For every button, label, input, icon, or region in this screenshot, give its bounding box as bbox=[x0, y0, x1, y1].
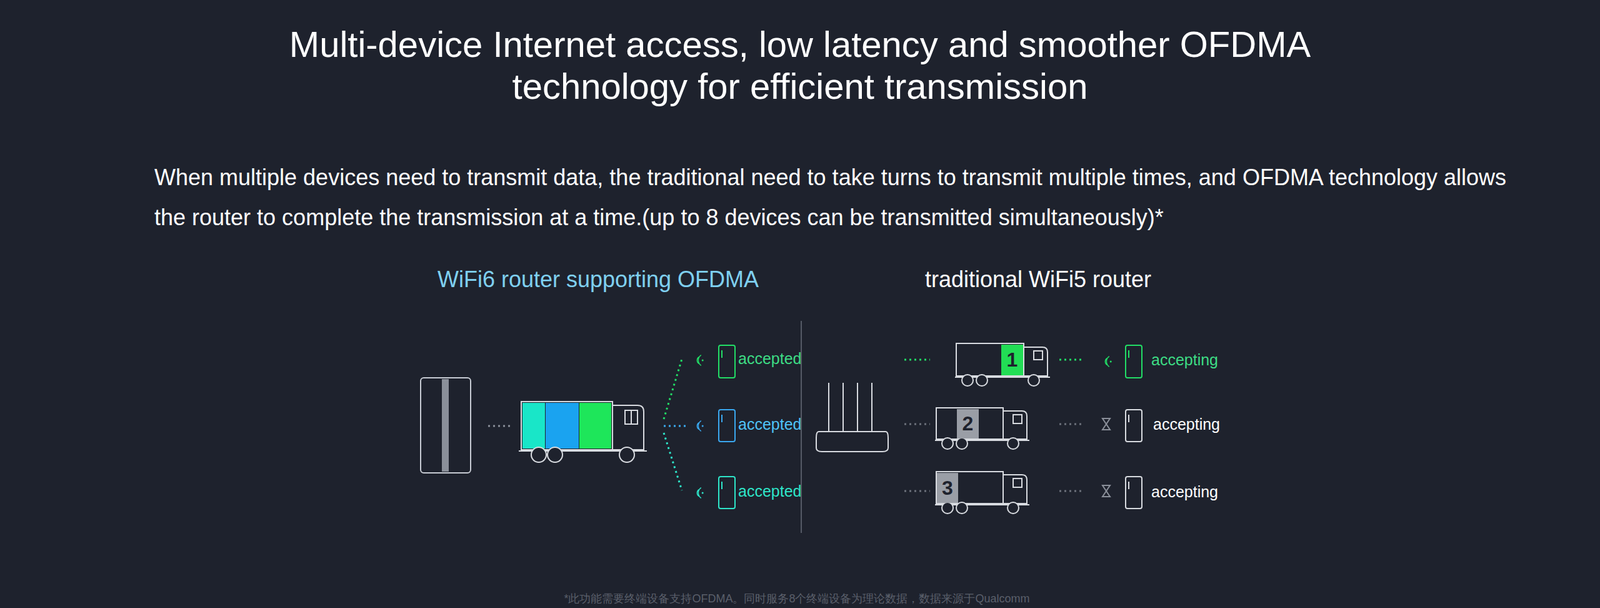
page-title: Multi-device Internet access, low latenc… bbox=[287, 23, 1313, 107]
phone-icon bbox=[718, 345, 735, 378]
wifi-icon bbox=[696, 355, 704, 366]
body-text: When multiple devices need to transmit d… bbox=[154, 157, 1530, 238]
phone-icon bbox=[1128, 350, 1130, 358]
wifi5-router bbox=[816, 431, 889, 452]
phone-icon bbox=[1125, 345, 1142, 378]
cargo-truck bbox=[935, 407, 1030, 449]
cargo-truck bbox=[619, 446, 635, 462]
phone-icon bbox=[721, 350, 723, 358]
wifi6-router bbox=[420, 377, 471, 473]
phone-icon bbox=[718, 476, 735, 509]
status-label: accepting bbox=[1151, 350, 1219, 369]
phone-icon bbox=[1128, 481, 1130, 489]
dotted-link bbox=[488, 425, 512, 427]
wifi-icon bbox=[696, 420, 704, 432]
dotted-link bbox=[1059, 490, 1084, 492]
dotted-link bbox=[904, 423, 930, 425]
dotted-fan bbox=[663, 432, 682, 490]
phone-icon bbox=[721, 414, 723, 422]
cargo-truck bbox=[936, 471, 1004, 504]
hourglass-icon bbox=[1102, 485, 1110, 497]
dotted-fan bbox=[663, 358, 682, 419]
cargo-number-box: 2 bbox=[956, 408, 979, 439]
cargo-truck bbox=[1013, 478, 1022, 487]
cargo-truck bbox=[955, 343, 1050, 386]
cargo-truck bbox=[961, 374, 974, 386]
dotted-link bbox=[1059, 423, 1084, 425]
cargo-truck bbox=[625, 410, 638, 424]
status-label: accepting bbox=[1153, 414, 1220, 434]
cargo-number-box: 3 bbox=[936, 472, 959, 503]
cargo-truck bbox=[1033, 350, 1043, 360]
cargo-truck bbox=[1028, 374, 1040, 386]
callout-number: 2 bbox=[962, 411, 974, 435]
cargo-truck bbox=[518, 401, 647, 462]
cargo-truck bbox=[547, 446, 563, 462]
wifi5-router bbox=[816, 382, 889, 452]
callout-number: 1 bbox=[1006, 348, 1019, 372]
cargo-truck bbox=[545, 402, 579, 449]
cargo-truck bbox=[1007, 437, 1019, 449]
dotted-link bbox=[1059, 358, 1084, 361]
cargo-truck bbox=[521, 401, 613, 450]
cargo-truck bbox=[956, 343, 1024, 376]
cargo-truck bbox=[1003, 474, 1027, 504]
cargo-truck bbox=[936, 407, 1004, 439]
status-label: accepted bbox=[738, 414, 802, 434]
phone-icon bbox=[1125, 409, 1142, 442]
cargo-truck bbox=[935, 471, 1030, 514]
cargo-truck bbox=[522, 402, 545, 449]
cargo-truck bbox=[956, 437, 968, 449]
cargo-truck bbox=[941, 501, 954, 514]
cargo-truck bbox=[956, 501, 968, 514]
cargo-truck bbox=[1003, 410, 1027, 439]
cargo-truck bbox=[976, 374, 988, 386]
status-label: accepting bbox=[1151, 481, 1219, 501]
wifi-icon bbox=[1105, 356, 1112, 367]
dotted-fan bbox=[663, 425, 688, 427]
cargo-truck bbox=[612, 405, 644, 450]
phone-icon bbox=[1125, 476, 1142, 509]
footnote: *此功能需要终端设备支持OFDMA。同时服务8个终端设备为理论数据，数据来源于Q… bbox=[563, 591, 1030, 606]
cargo-truck bbox=[941, 437, 954, 449]
cargo-truck bbox=[1013, 414, 1022, 424]
hourglass-icon bbox=[1102, 418, 1110, 430]
dotted-fan bbox=[663, 358, 688, 490]
column-heading: WiFi6 router supporting OFDMA bbox=[437, 265, 759, 293]
phone-icon bbox=[718, 345, 735, 509]
cargo-truck bbox=[579, 402, 612, 449]
phone-icon bbox=[1128, 414, 1130, 422]
dotted-link bbox=[904, 490, 930, 492]
phone-icon bbox=[721, 481, 723, 489]
cargo-truck bbox=[630, 410, 632, 424]
cargo-number-box: 1 bbox=[1001, 344, 1024, 375]
cargo-truck bbox=[1023, 346, 1048, 376]
wifi-icon bbox=[696, 487, 704, 499]
phone-icon bbox=[718, 409, 735, 442]
status-label: accepted bbox=[738, 481, 802, 500]
hourglass-icon bbox=[1102, 418, 1110, 497]
cargo-truck bbox=[531, 446, 547, 462]
dotted-link bbox=[904, 358, 930, 361]
status-label: accepted bbox=[738, 348, 802, 368]
cargo-truck bbox=[1007, 501, 1019, 514]
wifi5-router bbox=[828, 382, 872, 432]
phone-icon bbox=[1125, 345, 1142, 509]
wifi6-router bbox=[441, 378, 449, 472]
wifi6-router bbox=[420, 377, 471, 473]
callout-number: 3 bbox=[941, 476, 954, 500]
column-heading: traditional WiFi5 router bbox=[925, 265, 1152, 293]
